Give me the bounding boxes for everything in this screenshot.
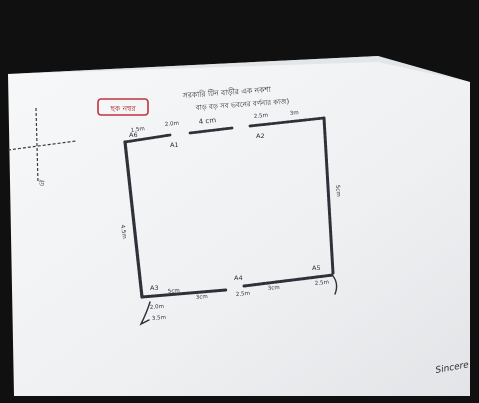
corner-label: A5: [312, 264, 321, 272]
stamp-border: [97, 98, 149, 116]
dimension-label: 2.5m: [236, 291, 251, 298]
compass-cross: উ: [7, 107, 77, 188]
dimension-label: 2.5m: [315, 280, 330, 287]
wall-top-3: [248, 116, 326, 128]
bottom-border: [0, 396, 479, 403]
dimension-label: 1.5m: [130, 126, 145, 134]
paper-sheet: [8, 56, 470, 396]
wall-right: [322, 116, 335, 275]
stamp-text: ছক নম্বর: [109, 104, 136, 113]
corner-labels: A1 A2 A3 A4 A5 A6: [129, 131, 321, 292]
entry-mark-right: [332, 275, 338, 295]
entry-mark-left: [139, 301, 151, 326]
dimension-label: 2.0m: [165, 121, 180, 128]
paper-top-edge: [8, 56, 470, 82]
corner-label: A3: [150, 284, 159, 292]
dimension-label: 3m: [290, 110, 299, 117]
dimension-label: 5cm: [334, 185, 341, 197]
floor-plan: [123, 116, 338, 326]
corner-label: A4: [234, 274, 243, 282]
dimension-label: 2.0m: [150, 304, 165, 311]
corner-label: A6: [129, 131, 138, 139]
corner-label: A2: [256, 132, 265, 140]
compass-label: উ: [38, 179, 45, 188]
dimension-label: 2.5m: [254, 113, 269, 120]
dimension-label: 4.5m: [119, 224, 127, 239]
compass-horizontal: [7, 140, 77, 151]
dimension-label: 5cm: [168, 288, 180, 295]
compass-vertical: [35, 107, 39, 184]
dimension-label: 3cm: [268, 285, 280, 292]
wall-bottom-2: [242, 273, 335, 288]
dimension-label: 3.5m: [152, 315, 167, 322]
wall-left: [123, 140, 144, 299]
dimension-label: 4 cm: [198, 116, 216, 126]
dimension-labels: 1.5m 2.0m 4 cm 2.5m 3m 5cm 4.5m 5cm 3cm …: [119, 110, 341, 322]
dimension-label: 3cm: [196, 294, 208, 301]
wall-top-2: [188, 126, 234, 135]
red-stamp: ছক নম্বর: [97, 98, 149, 116]
corner-label: A1: [170, 141, 179, 149]
wall-top-1: [123, 133, 172, 144]
wall-bottom-1: [140, 288, 228, 299]
